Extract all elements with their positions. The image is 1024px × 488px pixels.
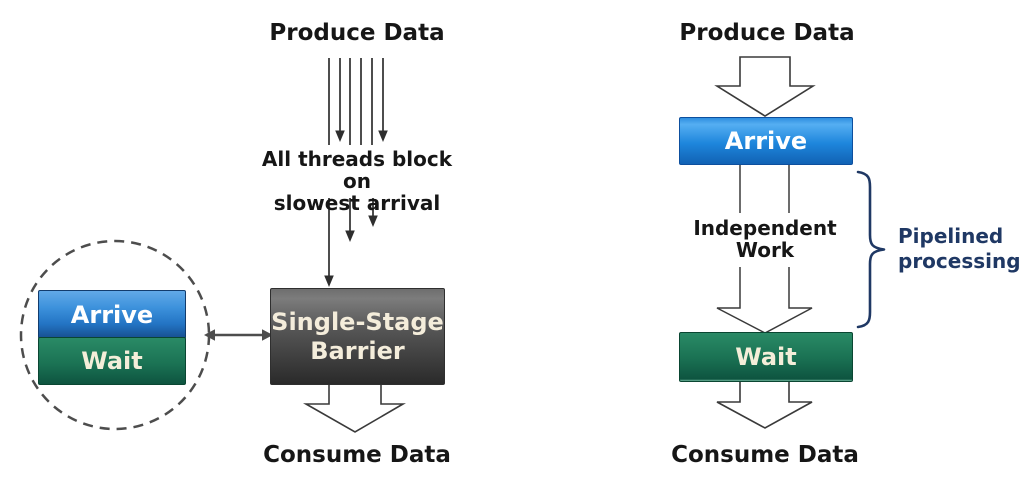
double-arrow-icon	[204, 329, 273, 341]
barrier-label-line1: Single-Stage	[271, 307, 444, 336]
left-block-note-line1: All threads block on	[261, 147, 453, 193]
left-thread-arrows-top-icon	[328, 58, 388, 145]
independent-work-label: Independent Work	[665, 217, 865, 261]
right-produce-data-label: Produce Data	[679, 20, 855, 46]
single-stage-barrier-box: Single-Stage Barrier	[270, 288, 445, 385]
left-thread-arrows-mid-icon	[324, 198, 378, 287]
right-arrive-label: Arrive	[724, 127, 808, 155]
independent-work-line2: Work	[735, 238, 795, 262]
left-block-note: All threads block on slowest arrival	[245, 148, 469, 214]
right-produce-block-arrow-icon	[714, 56, 816, 117]
left-consume-data-label: Consume Data	[263, 442, 451, 468]
pipelined-processing-line2: processing	[898, 249, 1021, 273]
left-produce-data-label: Produce Data	[269, 20, 445, 46]
left-arrive-bar: Arrive	[38, 290, 186, 339]
left-wait-bar: Wait	[38, 337, 186, 385]
right-consume-block-arrow-icon	[716, 381, 813, 429]
right-wait-bar: Wait	[679, 332, 853, 382]
pipelined-brace-icon	[856, 170, 886, 329]
right-wait-label: Wait	[735, 343, 797, 371]
independent-work-line1: Independent	[693, 216, 837, 240]
left-wait-label: Wait	[81, 347, 143, 375]
left-block-note-line2: slowest arrival	[273, 191, 441, 215]
left-arrive-label: Arrive	[70, 300, 154, 329]
left-consume-block-arrow-icon	[302, 384, 406, 433]
barrier-label-line2: Barrier	[310, 336, 405, 365]
right-arrive-bar: Arrive	[679, 117, 853, 165]
pipelined-processing-line1: Pipelined	[898, 224, 1004, 248]
pipelined-processing-label: Pipelined processing	[898, 224, 1021, 274]
right-consume-data-label: Consume Data	[671, 442, 859, 468]
